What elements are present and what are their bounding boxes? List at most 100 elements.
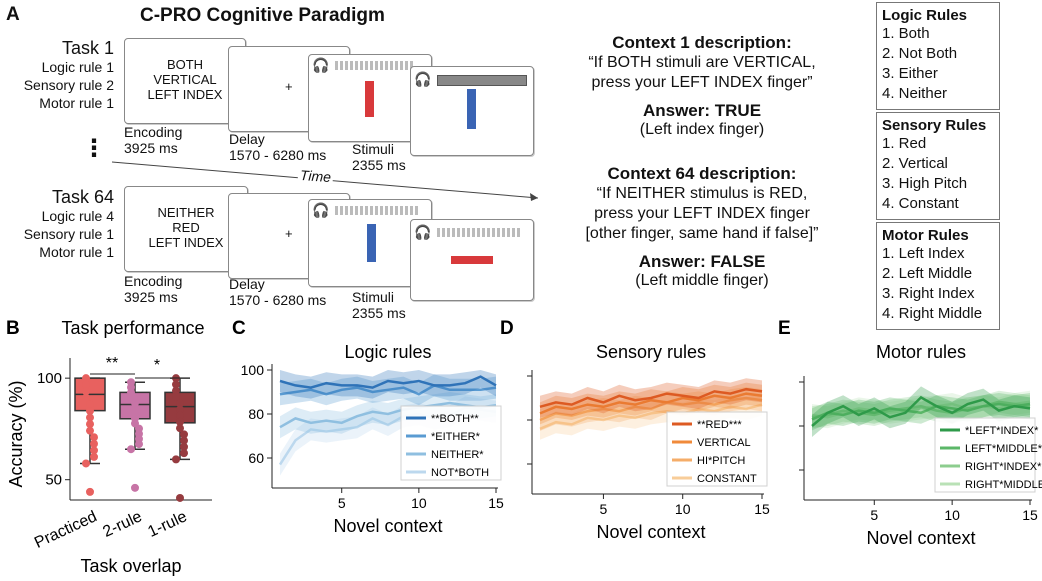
chart-title: Motor rules xyxy=(876,342,966,362)
task64-rule-0: Logic rule 4 xyxy=(41,208,114,224)
blue-vertical-bar xyxy=(467,89,476,129)
sensory-rule-item: 4. Constant xyxy=(882,195,959,212)
context1-block: Context 1 description: “If BOTH stimuli … xyxy=(540,33,864,139)
outlier-point xyxy=(176,493,184,502)
series-line xyxy=(539,403,763,430)
chart-title: Logic rules xyxy=(344,342,431,362)
confidence-band xyxy=(812,386,1030,437)
x-tick-label: 1-rule xyxy=(145,508,189,541)
headphones-icon: 🎧 xyxy=(414,224,432,240)
card-line: BOTH xyxy=(166,57,204,72)
data-point xyxy=(90,433,98,442)
context64-block: Context 64 description: “If NEITHER stim… xyxy=(540,164,864,290)
data-point xyxy=(180,442,188,451)
data-point xyxy=(176,411,184,420)
legend-label: HI*PITCH xyxy=(697,455,745,467)
sound-bar-dotted xyxy=(335,61,415,70)
headphones-icon: 🎧 xyxy=(414,71,432,87)
x-tick-label: 10 xyxy=(411,495,427,511)
legend-label: NOT*BOTH xyxy=(431,467,489,479)
data-point xyxy=(172,386,180,395)
context64-line-2: [other finger, same hand if false]” xyxy=(585,225,819,242)
headphones-icon: 🎧 xyxy=(312,57,330,73)
data-point xyxy=(127,445,135,454)
context64-line-0: “If NEITHER stimulus is RED, xyxy=(596,185,808,202)
task64-delay-label: Delay 1570 - 6280 ms xyxy=(229,276,326,308)
sensory-rule-item: 1. Red xyxy=(882,135,927,152)
x-tick-label: Practiced xyxy=(32,508,100,552)
x-tick-label: 15 xyxy=(488,495,504,511)
context64-title: Context 64 description: xyxy=(607,164,797,183)
x-tick-label: 10 xyxy=(675,501,691,517)
significance-label: * xyxy=(154,357,160,374)
series-line xyxy=(279,384,497,396)
confidence-band xyxy=(540,393,762,440)
data-point xyxy=(180,449,188,458)
answer-prefix: Answer: xyxy=(642,101,715,120)
legend-label: VERTICAL xyxy=(697,437,751,449)
panel-letter-b: B xyxy=(6,318,20,339)
x-tick-label: 15 xyxy=(754,501,770,517)
stimuli-label: Stimuli xyxy=(352,289,395,305)
task64-stimuli-label: Stimuli 2355 ms xyxy=(352,289,406,321)
panel-letter-a: A xyxy=(6,4,20,25)
series-line xyxy=(811,400,1031,419)
y-tick-label: 100 xyxy=(241,362,265,378)
task64-rule-1: Sensory rule 1 xyxy=(23,226,114,242)
stimuli-duration: 2355 ms xyxy=(352,305,406,321)
series-line xyxy=(279,401,497,429)
series-line xyxy=(539,396,763,422)
panel-letter-e: E xyxy=(778,318,791,339)
motor-rule-item: 2. Left Middle xyxy=(882,265,973,282)
legend-label: *EITHER* xyxy=(431,431,481,443)
data-point xyxy=(86,400,94,409)
data-point xyxy=(127,393,135,402)
encoding-label: Encoding xyxy=(124,124,183,140)
card-line: RED xyxy=(172,220,200,235)
blue-vertical-bar xyxy=(367,224,376,262)
context1-line-1: press your LEFT INDEX finger” xyxy=(591,74,813,91)
data-point xyxy=(86,413,94,422)
x-tick-label: 15 xyxy=(1022,507,1038,523)
context64-answer: Answer: FALSE xyxy=(540,252,864,272)
task1-label: Task 1 xyxy=(61,38,114,58)
y-tick-label: 60 xyxy=(248,450,264,466)
logic-rules-title: Logic Rules xyxy=(882,7,968,24)
series-line xyxy=(539,392,763,415)
data-point xyxy=(82,387,90,396)
series-line xyxy=(811,395,1031,427)
task1-delay-label: Delay 1570 - 6280 ms xyxy=(229,131,326,163)
logic-rule-item: 4. Neither xyxy=(882,85,948,102)
data-point xyxy=(176,424,184,433)
stimuli-duration: 2355 ms xyxy=(352,157,406,173)
task64-rule-2: Motor rule 1 xyxy=(39,244,114,260)
data-point xyxy=(82,374,90,383)
fixation-cross: + xyxy=(285,226,293,241)
task64-label: Task 64 xyxy=(51,187,114,207)
data-point xyxy=(86,406,94,415)
data-point xyxy=(82,380,90,389)
x-axis-label: Novel context xyxy=(333,516,442,536)
delay-duration: 1570 - 6280 ms xyxy=(229,147,327,163)
chart-title: Task performance xyxy=(61,318,204,338)
context1-line-0: “If BOTH stimuli are VERTICAL, xyxy=(588,54,816,71)
card-line: VERTICAL xyxy=(153,72,217,87)
encoding-duration: 3925 ms xyxy=(124,289,178,305)
data-point xyxy=(86,420,94,429)
data-point xyxy=(82,459,90,468)
logic-rule-item: 1. Both xyxy=(882,25,930,42)
x-tick-label: 2-rule xyxy=(100,508,144,541)
delay-label: Delay xyxy=(229,131,265,147)
chart-title: Sensory rules xyxy=(596,342,706,362)
x-tick-label: 5 xyxy=(600,501,608,517)
red-horizontal-bar xyxy=(451,256,493,264)
answer-prefix: Answer: xyxy=(638,252,711,271)
task64-encoding-card: NEITHER RED LEFT INDEX xyxy=(124,186,248,272)
data-point xyxy=(180,430,188,439)
task1-stimuli-label: Stimuli 2355 ms xyxy=(352,141,406,173)
legend-label: NEITHER* xyxy=(431,449,484,461)
outlier-point xyxy=(131,483,139,492)
data-point xyxy=(172,455,180,464)
context1-answer: Answer: TRUE xyxy=(540,101,864,121)
data-point xyxy=(82,393,90,402)
